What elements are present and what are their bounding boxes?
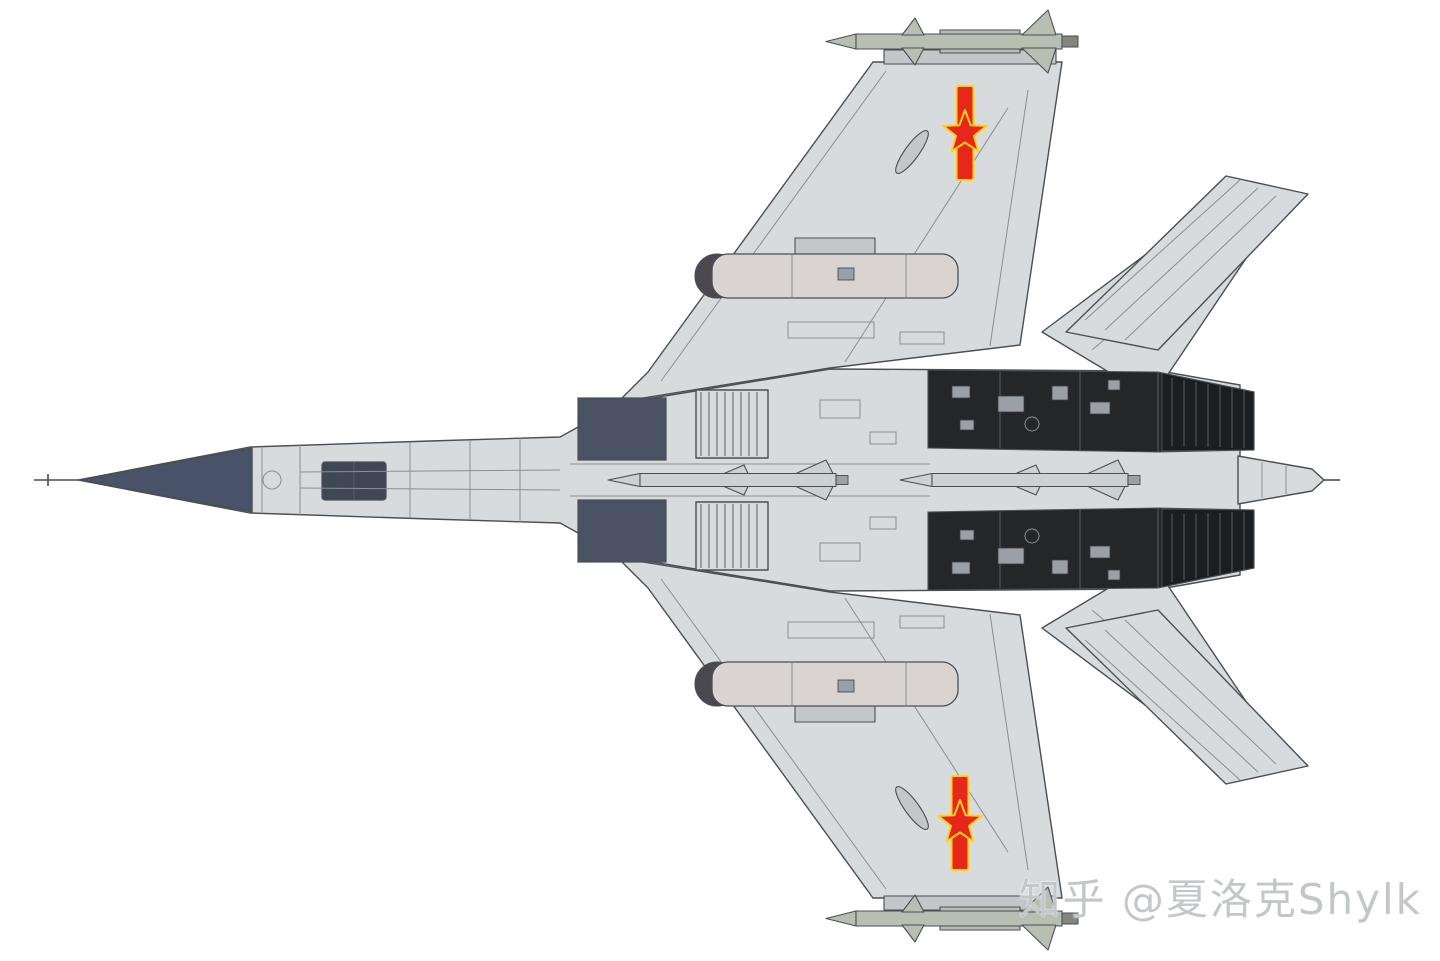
intake-ramp — [577, 397, 667, 461]
centerline-missile-rear — [899, 459, 1141, 501]
tail-stinger — [1237, 455, 1325, 505]
nose-sensor — [262, 470, 282, 490]
pod-body — [711, 253, 959, 299]
radome — [79, 447, 253, 513]
engine-nacelle — [927, 369, 1255, 453]
roundel-star — [942, 109, 988, 153]
centerline-missile-front — [607, 459, 849, 501]
roundel-star — [937, 799, 983, 843]
missile-body — [855, 33, 1063, 50]
missile-nozzle — [1061, 35, 1079, 48]
aircraft-upper-half — [577, 9, 1309, 461]
intake-grille — [695, 389, 769, 459]
pod-pylon — [794, 237, 876, 257]
underwing-pod — [694, 237, 959, 299]
plaaf-roundel-lower — [937, 775, 983, 871]
missile-nose — [825, 33, 857, 50]
pitot-probe — [34, 474, 82, 486]
watermark: 知乎 @夏洛克Shylk — [1018, 875, 1422, 924]
plaaf-roundel-upper — [942, 85, 988, 181]
exhaust-nozzle — [1161, 372, 1255, 452]
vertical-fin — [1065, 175, 1309, 351]
wing — [617, 61, 1063, 403]
actuator-fairing — [895, 130, 929, 174]
wingtip-missile — [825, 9, 1079, 74]
